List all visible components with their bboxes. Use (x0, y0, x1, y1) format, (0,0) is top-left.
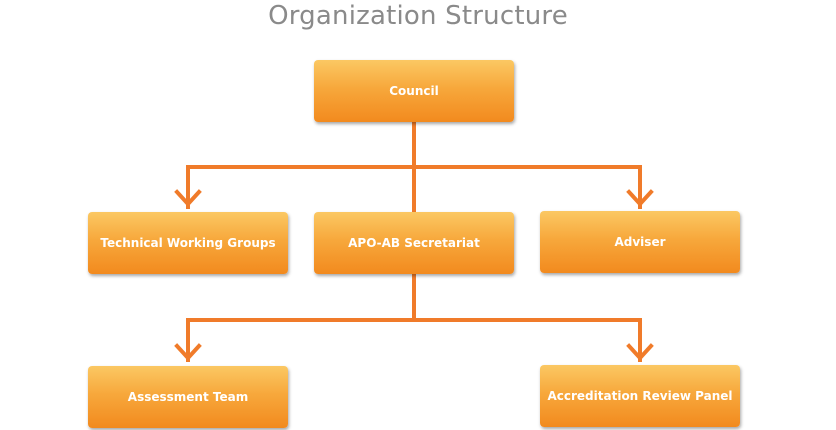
node-assessment-team-label: Assessment Team (127, 390, 249, 404)
node-technical-working-groups: Technical Working Groups (88, 212, 288, 274)
arrow-to-twg (174, 189, 202, 207)
node-council-label: Council (389, 84, 439, 98)
arrow-to-assessment (174, 343, 202, 361)
diagram-title: Organization Structure (268, 1, 568, 31)
node-secretariat-label: APO-AB Secretariat (348, 236, 480, 250)
node-secretariat: APO-AB Secretariat (314, 212, 514, 274)
node-adviser: Adviser (540, 211, 740, 273)
node-adviser-label: Adviser (614, 235, 666, 249)
node-assessment-team: Assessment Team (88, 366, 288, 428)
node-technical-working-groups-label: Technical Working Groups (100, 236, 276, 250)
node-council: Council (314, 60, 514, 122)
node-accreditation-review-panel-label: Accreditation Review Panel (547, 389, 733, 403)
arrow-to-adviser (626, 189, 654, 207)
node-accreditation-review-panel: Accreditation Review Panel (540, 365, 740, 427)
arrow-to-review-panel (626, 343, 654, 361)
